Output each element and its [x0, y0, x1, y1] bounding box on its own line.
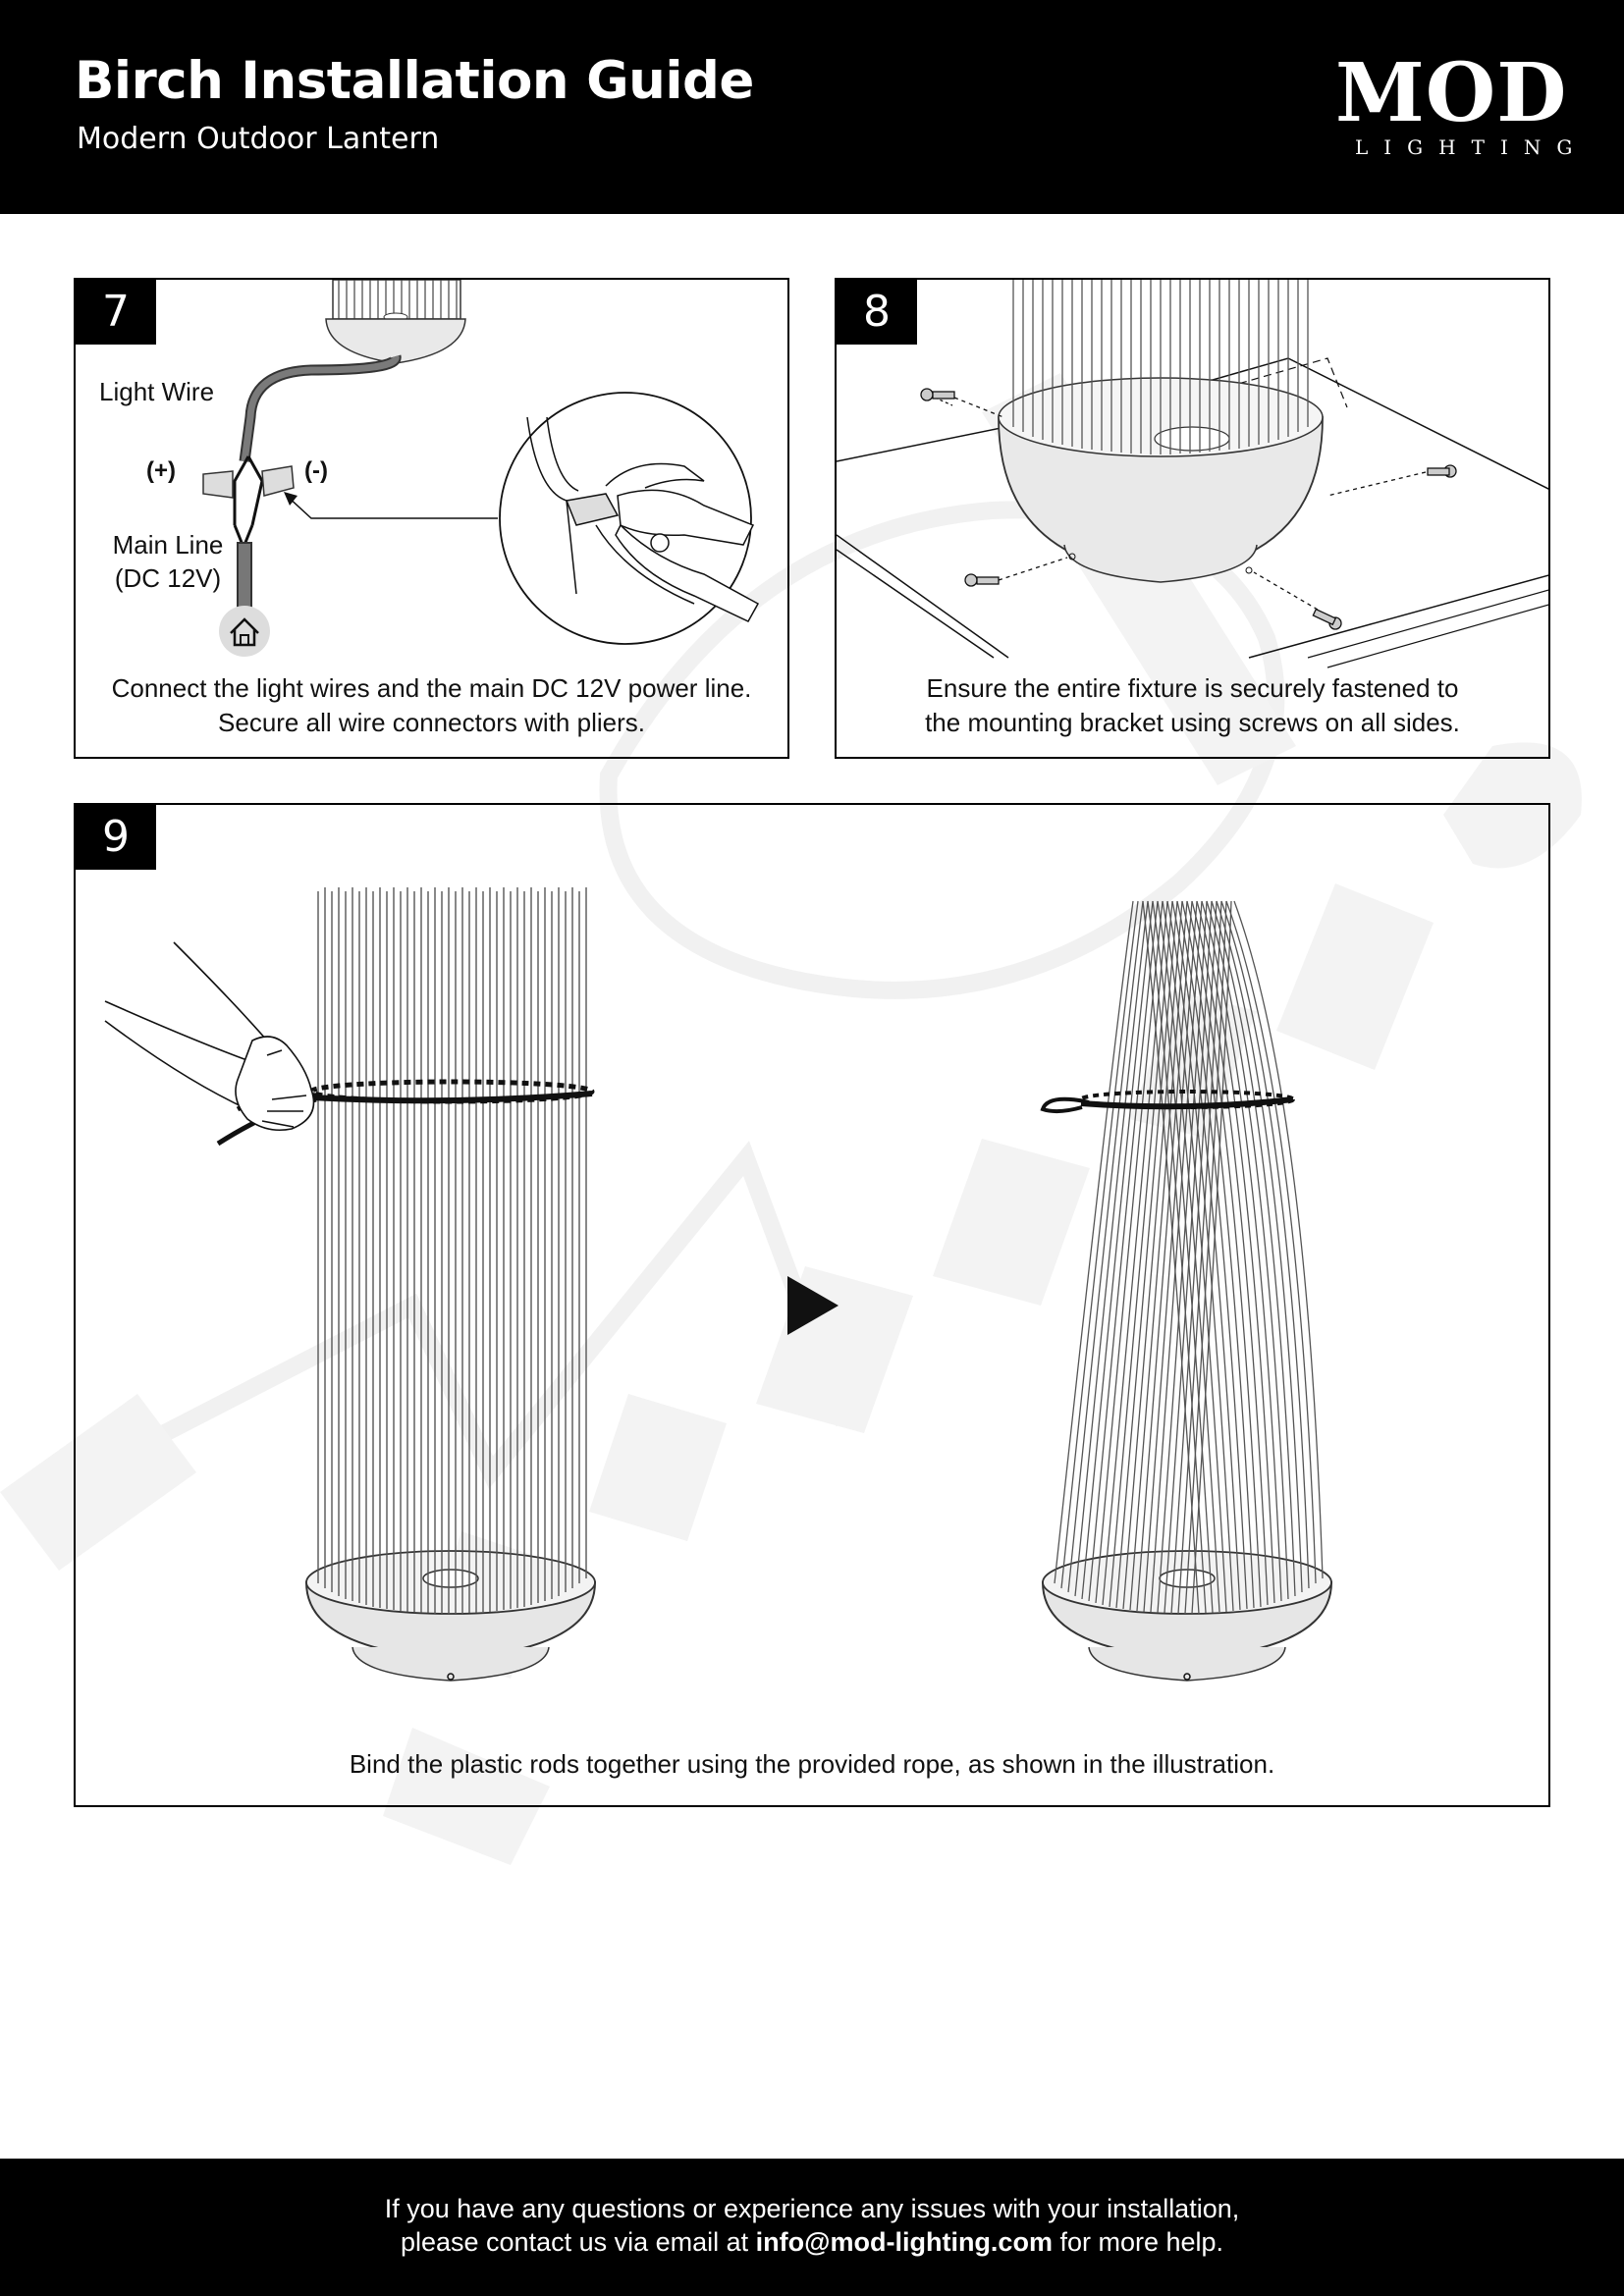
step-8-number: 8: [837, 280, 917, 345]
brand-logo: MOD LIGHTING: [1335, 46, 1589, 159]
page-footer: If you have any questions or experience …: [0, 2159, 1624, 2296]
step-7-number: 7: [76, 280, 156, 345]
screw-icon: [920, 388, 1457, 630]
page-header: Birch Installation Guide Modern Outdoor …: [0, 0, 1624, 214]
label-light-wire: Light Wire: [99, 377, 215, 406]
step-8-caption: Ensure the entire fixture is securely fa…: [925, 673, 1460, 737]
lantern-after-icon: [1040, 900, 1333, 1682]
step-8-panel: 8: [835, 278, 1550, 759]
lantern-base-icon: [325, 280, 466, 364]
label-main-line-spec: (DC 12V): [114, 563, 222, 593]
step-9-caption: Bind the plastic rods together using the…: [349, 1749, 1275, 1779]
logo-wordmark: MOD: [1335, 46, 1568, 140]
pliers-icon: [499, 392, 760, 645]
wire-connector-icon: [202, 465, 295, 499]
footer-line-2-suffix: for more help.: [1052, 2227, 1224, 2257]
doc-subtitle: Modern Outdoor Lantern: [77, 122, 440, 156]
label-main-line: Main Line: [112, 530, 224, 560]
arrow-right-icon: [787, 1276, 839, 1335]
label-plus: (+): [146, 457, 176, 484]
step-7-illustration: [202, 280, 760, 657]
step-8-illustration: [837, 280, 1548, 668]
step-9-panel: 9: [74, 803, 1550, 1807]
logo-subtext: LIGHTING: [1355, 135, 1589, 159]
label-minus: (-): [304, 457, 328, 484]
footer-line-1: If you have any questions or experience …: [384, 2194, 1240, 2223]
lantern-icon: [998, 280, 1324, 583]
step-9-illustration: [104, 887, 1333, 1682]
house-icon: [219, 606, 270, 657]
step-7-caption: Connect the light wires and the main DC …: [111, 673, 752, 737]
lantern-before-icon: [304, 887, 597, 1682]
step-7-panel: 7: [74, 278, 789, 759]
step-9-number: 9: [76, 805, 156, 870]
hand-icon: [104, 941, 315, 1132]
footer-contact: If you have any questions or experience …: [0, 2192, 1624, 2259]
footer-line-2-prefix: please contact us via email at: [400, 2227, 756, 2257]
doc-title: Birch Installation Guide: [75, 51, 754, 111]
contact-email-link[interactable]: info@mod-lighting.com: [755, 2227, 1053, 2257]
